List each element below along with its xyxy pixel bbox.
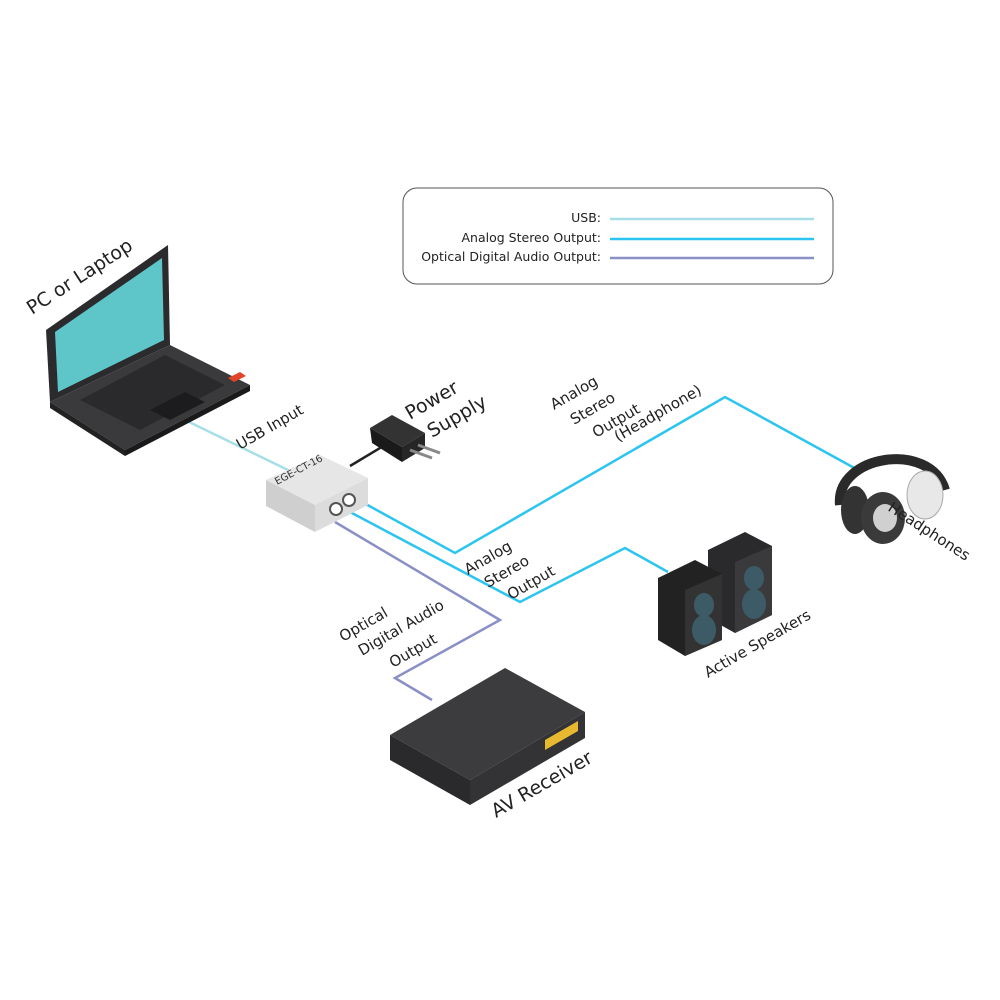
usb-cable <box>184 418 293 474</box>
usb-input-label: USB Input <box>233 401 307 454</box>
av-receiver-icon <box>390 668 585 805</box>
headphones-icon <box>834 454 950 544</box>
laptop-icon <box>46 245 250 456</box>
legend-label-optical: Optical Digital Audio Output: <box>421 249 601 264</box>
converter-box: EGE-CT-16 <box>266 453 368 532</box>
power-cable <box>349 443 386 468</box>
legend: USB: Analog Stereo Output: Optical Digit… <box>402 187 834 285</box>
jack-icon <box>342 493 356 507</box>
optical-cable <box>334 520 503 702</box>
power-adapter-icon <box>370 415 441 462</box>
legend-label-analog: Analog Stereo Output: <box>462 230 602 245</box>
speaker-cable <box>349 510 669 604</box>
headphone-cable <box>361 395 859 555</box>
speakers-icon <box>658 532 772 656</box>
jack-icon <box>329 502 343 516</box>
legend-label-usb: USB: <box>571 210 601 225</box>
